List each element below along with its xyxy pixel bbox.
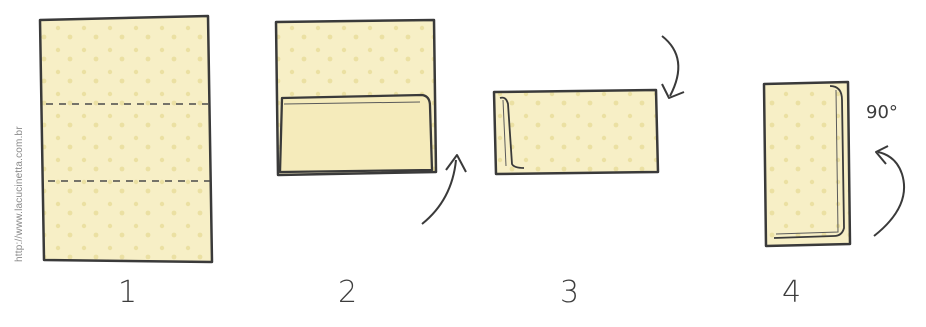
step-1-dough-sheet [40,16,212,262]
step-2-label: 2 [338,278,357,308]
step-3-tri-folded-strip [494,90,658,174]
step-4-rotated-strip [764,82,850,246]
source-watermark: http://www.lacucinetta.com.br [14,126,25,262]
step-3-label: 3 [560,278,579,308]
rotation-angle-label: 90° [866,104,898,122]
step-4-rotate-arrow [874,152,904,236]
step-2-folded-sheet [276,20,436,175]
step-1-label: 1 [118,278,137,308]
step-4-label: 4 [782,278,801,308]
